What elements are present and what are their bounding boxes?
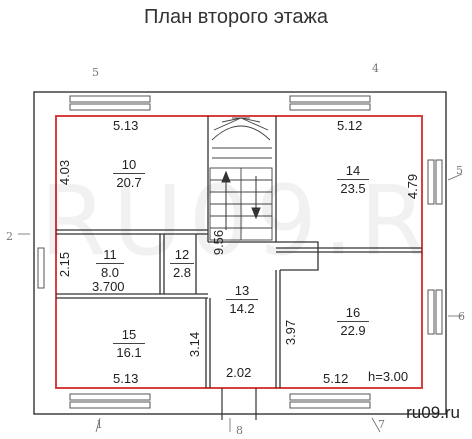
height-note: h=3.00 — [368, 369, 409, 384]
windows-bottom — [69, 393, 371, 409]
entrance — [221, 388, 257, 420]
axis-mark: 7 — [378, 418, 385, 431]
dim-stair-height: 9.56 — [211, 229, 227, 256]
dim-room11-width: 3.700 — [92, 279, 125, 294]
axis-mark: 5 — [456, 164, 463, 177]
axis-mark: 1 — [96, 418, 103, 431]
axis-mark: 8 — [236, 424, 243, 437]
staircase — [209, 117, 273, 241]
windows-top — [69, 95, 371, 111]
dim-right-upper: 4.79 — [405, 173, 421, 200]
site-url: ru09.ru — [406, 403, 460, 422]
outer-wall — [33, 91, 447, 415]
dim-bottom-mid: 2.02 — [226, 365, 252, 380]
dim-left-mid: 2.15 — [57, 251, 73, 278]
dim-top-right: 5.12 — [337, 118, 363, 133]
dim-left-upper: 4.03 — [57, 159, 73, 186]
axis-mark: 6 — [458, 310, 465, 323]
dim-room15-right: 3.14 — [187, 331, 203, 358]
stair-arrows — [221, 170, 261, 230]
dim-bottom-left: 5.13 — [113, 371, 139, 386]
dim-room16-left: 3.97 — [283, 319, 299, 346]
dim-bottom-right: 5.12 — [323, 371, 349, 386]
dim-top-left: 5.13 — [113, 118, 139, 133]
external-ticks — [18, 173, 463, 433]
axis-mark: 2 — [6, 230, 13, 243]
windows-sides — [37, 159, 443, 335]
axis-mark: 5 — [92, 66, 99, 79]
plan-title: План второго этажа — [143, 6, 329, 28]
axis-mark: 4 — [372, 62, 379, 75]
interior-walls — [56, 116, 422, 388]
